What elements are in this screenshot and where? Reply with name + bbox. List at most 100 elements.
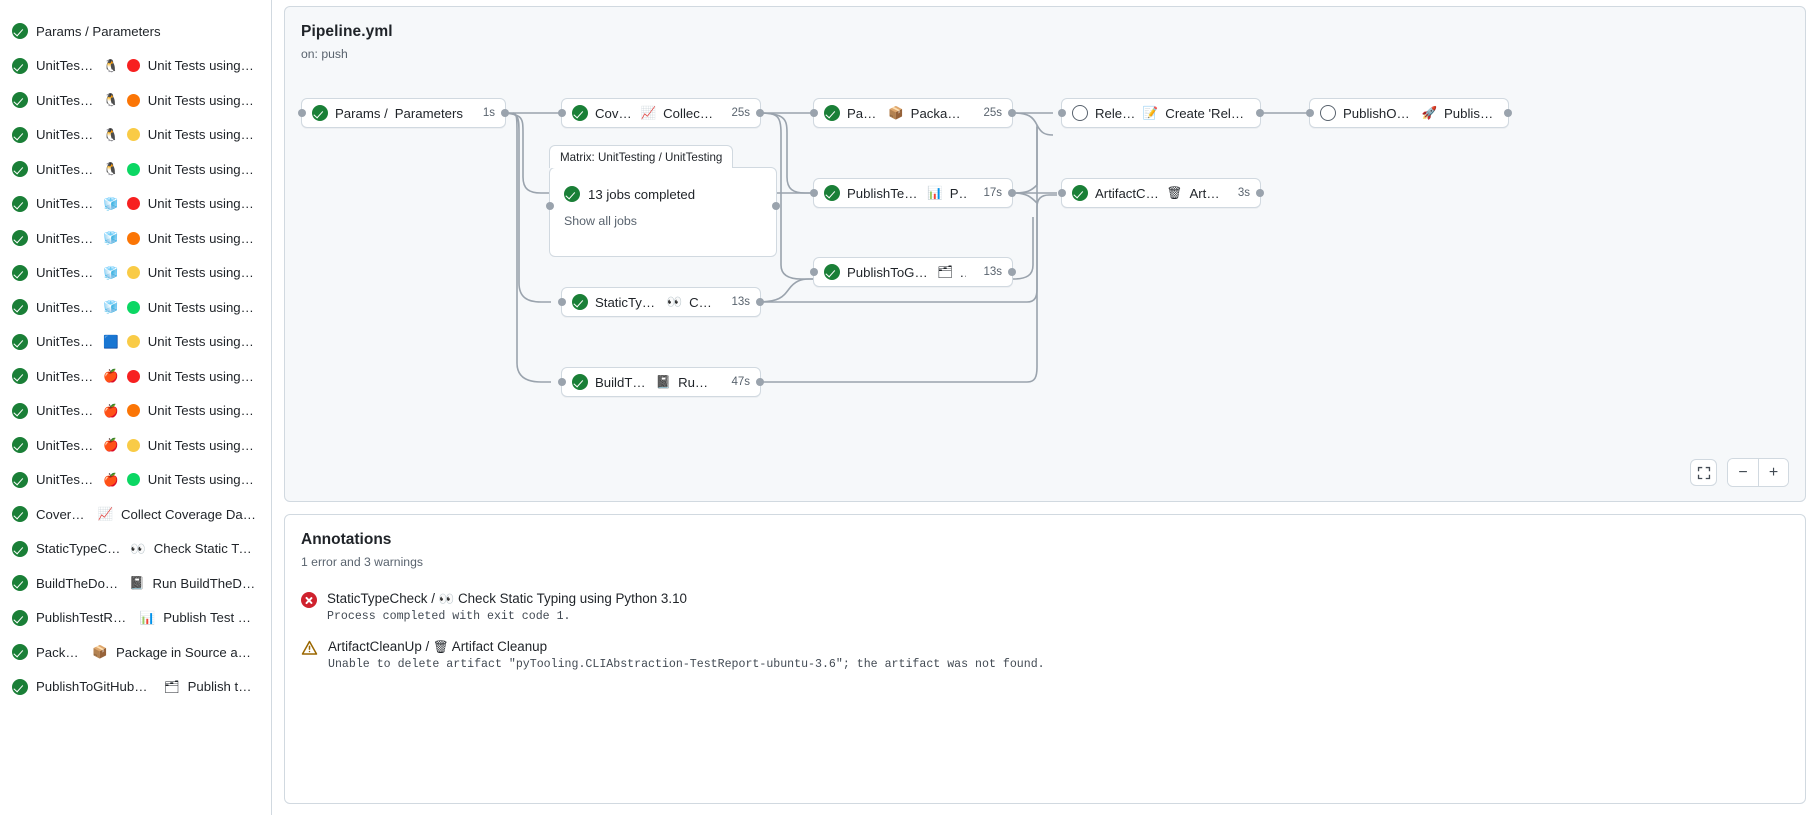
sidebar-item-job-12[interactable]: UnitTesting / 🍎Unit Tests using Pyth...: [4, 428, 267, 463]
graph-node-release[interactable]: Release / 📝Create 'Release P...: [1058, 98, 1264, 128]
sidebar-item-job-1[interactable]: UnitTesting / 🐧Unit Tests using Pyth...: [4, 49, 267, 84]
node-port-out: [756, 298, 764, 306]
job-status-icon: [12, 609, 28, 626]
graph-node-pypi[interactable]: PublishOnPyPI / 🚀Publish to ...: [1306, 98, 1512, 128]
zoom-out-button[interactable]: −: [1728, 459, 1758, 486]
annotations-summary: 1 error and 3 warnings: [301, 555, 423, 569]
node-status-icon: [312, 105, 328, 121]
node-port-out: [1008, 189, 1016, 197]
sidebar-item-job-7[interactable]: UnitTesting / 🧊Unit Tests using Pyth...: [4, 256, 267, 291]
graph-node-label: StaticTypeCheck /: [595, 294, 660, 310]
job-status-icon: [12, 402, 28, 419]
sidebar-item-job-13[interactable]: UnitTesting / 🍎 Unit Tests using Pyth...: [4, 463, 267, 498]
sidebar-item-step-label: Unit Tests using Pyth...: [147, 472, 257, 488]
sidebar-item-job-16[interactable]: BuildTheDocs / 📓Run BuildTheDocs: [4, 566, 267, 601]
sidebar-item-job-5[interactable]: UnitTesting / 🧊Unit Tests using Pyth...: [4, 187, 267, 222]
sidebar-item-step-label: Check Static Typing...: [153, 541, 257, 557]
matrix-port-in: [546, 202, 554, 210]
graph-node-publishtr[interactable]: PublishTestResults / 📊Pu...17s: [810, 178, 1016, 208]
job-status-icon: [12, 92, 28, 109]
annotation-item-0[interactable]: StaticTypeCheck / 👀 Check Static Typing …: [301, 581, 1789, 629]
graph-node-statictype[interactable]: StaticTypeCheck / 👀 Chec... 13s: [558, 287, 764, 317]
job-status-icon: [12, 506, 28, 523]
fullscreen-icon[interactable]: [1690, 459, 1717, 486]
sidebar-item-label: UnitTesting /: [36, 403, 96, 419]
workflow-trigger: on: push: [301, 47, 348, 61]
job-status-icon: [12, 333, 28, 350]
sidebar-item-job-19[interactable]: PublishToGitHubPages / 🗂Publish to G...: [4, 670, 267, 705]
matrix-group[interactable]: Matrix: UnitTesting / UnitTesting 13 job…: [546, 145, 780, 257]
python-version-dot-icon: [126, 473, 140, 487]
node-emoji-icon: 👀: [666, 294, 683, 309]
sidebar-item-job-0[interactable]: Params / Parameters: [4, 14, 267, 49]
sidebar-item-job-14[interactable]: Coverage / 📈 Collect Coverage Data usi...: [4, 497, 267, 532]
graph-node-publishgh[interactable]: PublishToGitHubPages / 🗂...13s: [810, 257, 1016, 287]
sidebar-item-job-8[interactable]: UnitTesting / 🧊Unit Tests using Pyth...: [4, 290, 267, 325]
sidebar-item-step-label: Unit Tests using Pyth...: [147, 127, 257, 143]
sidebar-item-step-label: Unit Tests using Pyth...: [147, 161, 257, 177]
sidebar-item-job-2[interactable]: UnitTesting / 🐧Unit Tests using Pyth...: [4, 83, 267, 118]
sidebar-item-job-4[interactable]: UnitTesting / 🐧Unit Tests using Pyth...: [4, 152, 267, 187]
zoom-in-button[interactable]: +: [1758, 459, 1788, 486]
sidebar-item-label: UnitTesting /: [36, 472, 96, 488]
node-emoji-icon: 📈: [640, 105, 657, 120]
annotation-job-name: ArtifactCleanUp /: [328, 639, 433, 654]
graph-node-coverage[interactable]: Coverage / 📈Collect Cove...25s: [558, 98, 764, 128]
sidebar-item-job-11[interactable]: UnitTesting / 🍎Unit Tests using Pyth...: [4, 394, 267, 429]
job-emoji-icon: 📈: [97, 507, 114, 521]
sidebar-item-step-label: Unit Tests using Pyth...: [147, 368, 257, 384]
graph-node-step-label: Publish to ...: [1444, 105, 1498, 121]
annotation-message: Unable to delete artifact "pyTooling.CLI…: [328, 658, 1045, 671]
matrix-group-body: 13 jobs completed Show all jobs: [550, 168, 776, 240]
node-port-out: [756, 109, 764, 117]
graph-node-duration: 1s: [482, 107, 495, 119]
annotation-body: StaticTypeCheck / 👀 Check Static Typing …: [327, 591, 687, 623]
graph-node-step-label: Chec...: [689, 294, 714, 310]
job-status-icon: [12, 575, 28, 592]
node-port-out: [501, 109, 509, 117]
python-version-dot-icon: [126, 197, 140, 211]
job-status-icon: [12, 368, 28, 385]
sidebar-item-step-label: Collect Coverage Data usi...: [121, 506, 257, 522]
job-emoji-icon: 👀: [130, 541, 146, 556]
node-status-icon: [1072, 185, 1088, 201]
sidebar-item-step-label: Unit Tests using Pyth...: [147, 92, 257, 108]
job-emoji-icon: 🐧: [103, 93, 119, 107]
node-port-in: [1058, 109, 1066, 117]
show-all-jobs-link[interactable]: Show all jobs: [564, 214, 638, 228]
sidebar-item-job-10[interactable]: UnitTesting / 🍎Unit Tests using Pyth...: [4, 359, 267, 394]
node-status-icon: [572, 105, 588, 121]
sidebar-item-job-15[interactable]: StaticTypeCheck / 👀Check Static Typing..…: [4, 532, 267, 567]
graph-node-package[interactable]: Package / 📦Package in So...25s: [810, 98, 1016, 128]
graph-node-label: BuildTheDocs /: [595, 374, 648, 390]
sidebar-item-label: Coverage /: [36, 506, 90, 522]
sidebar-item-job-9[interactable]: UnitTesting / 🟦Unit Tests using Pyth...: [4, 325, 267, 360]
node-port-out: [1008, 109, 1016, 117]
annotations-list: StaticTypeCheck / 👀 Check Static Typing …: [285, 569, 1805, 677]
job-emoji-icon: 🍎: [103, 472, 119, 487]
node-emoji-icon: 🗂: [937, 264, 954, 279]
success-icon: [564, 186, 580, 202]
graph-node-duration: 13s: [731, 296, 750, 308]
sidebar-item-job-6[interactable]: UnitTesting / 🧊Unit Tests using Pyth...: [4, 221, 267, 256]
job-status-icon: [12, 264, 28, 281]
error-icon: [301, 592, 317, 608]
main-content: Pipeline.yml on: push: [272, 0, 1818, 815]
node-port-out: [1256, 189, 1264, 197]
graph-zoom-controls[interactable]: − +: [1690, 458, 1789, 487]
graph-node-artifact[interactable]: ArtifactCleanUp / 🗑Artifac...3s: [1058, 178, 1264, 208]
graph-node-builddocs[interactable]: BuildTheDocs / 📓Run Buil...47s: [558, 367, 764, 397]
graph-node-duration: 25s: [731, 107, 750, 119]
graph-node-duration: 25s: [983, 107, 1002, 119]
sidebar-item-job-17[interactable]: PublishTestResults / 📊Publish Test Resu.…: [4, 601, 267, 636]
sidebar-item-job-18[interactable]: Package / 📦Package in Source and Wh...: [4, 635, 267, 670]
sidebar-item-step-label: Publish to G...: [187, 679, 257, 695]
annotation-step-name: Check Static Typing using Python 3.10: [454, 591, 687, 606]
job-emoji-icon: 🟦: [103, 334, 119, 349]
zoom-button-group[interactable]: − +: [1727, 458, 1789, 487]
sidebar-item-job-3[interactable]: UnitTesting / 🐧Unit Tests using Pyth...: [4, 118, 267, 153]
